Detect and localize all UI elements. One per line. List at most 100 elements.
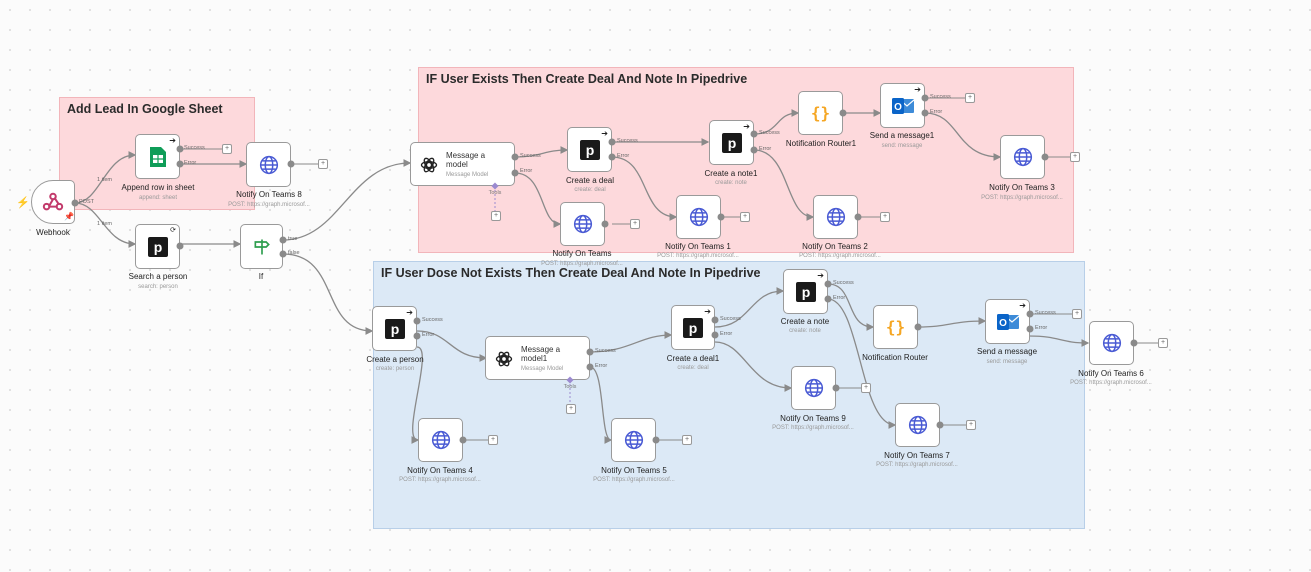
append-row-node[interactable]: ➔ <box>135 134 180 179</box>
output-handle[interactable] <box>824 280 832 288</box>
google-sheets-icon <box>149 146 166 167</box>
webhook-node[interactable] <box>31 180 75 224</box>
port-label-success: Success <box>720 316 741 322</box>
node-label: Notify On Teams 8 <box>236 190 302 199</box>
output-handle[interactable] <box>750 146 758 154</box>
output-handle[interactable] <box>711 331 719 339</box>
add-node-button[interactable]: + <box>318 159 328 169</box>
add-node-button[interactable]: + <box>1072 309 1082 319</box>
output-handle[interactable] <box>279 236 287 244</box>
add-node-button[interactable]: + <box>861 383 871 393</box>
notification-router1-node[interactable]: {} <box>798 91 843 135</box>
node-subtitle: POST: https://graph.microsof... <box>772 425 854 431</box>
add-node-button[interactable]: + <box>1070 152 1080 162</box>
create-note-node[interactable]: ➔ p <box>783 269 828 314</box>
send-message1-node[interactable]: ➔ O <box>880 83 925 128</box>
output-handle[interactable] <box>921 109 929 117</box>
sticky-note-user-not-exists[interactable]: IF User Dose Not Exists Then Create Deal… <box>373 261 1085 529</box>
output-handle[interactable] <box>279 250 287 258</box>
create-deal1-node[interactable]: ➔ p <box>671 305 715 350</box>
add-node-button[interactable]: + <box>488 435 498 445</box>
refresh-icon: ⟳ <box>170 227 176 234</box>
output-handle[interactable] <box>71 199 79 207</box>
output-handle[interactable] <box>176 160 184 168</box>
notify-teams-4-node[interactable] <box>418 418 463 462</box>
add-node-button[interactable]: + <box>1158 338 1168 348</box>
output-handle[interactable] <box>459 436 467 444</box>
output-handle[interactable] <box>176 145 184 153</box>
add-node-button[interactable]: + <box>880 212 890 222</box>
output-handle[interactable] <box>413 317 421 325</box>
pipedrive-icon: p <box>147 236 168 257</box>
port-label-success: Success <box>833 280 854 286</box>
output-handle[interactable] <box>914 323 922 331</box>
add-node-button[interactable]: + <box>630 219 640 229</box>
notify-teams-6-node[interactable] <box>1089 321 1134 365</box>
output-handle[interactable] <box>287 160 295 168</box>
add-node-button[interactable]: + <box>965 93 975 103</box>
output-handle[interactable] <box>717 213 725 221</box>
add-node-button[interactable]: + <box>740 212 750 222</box>
add-node-button[interactable]: + <box>966 420 976 430</box>
node-label: Search a person <box>128 272 188 281</box>
node-label: Webhook <box>36 228 70 237</box>
output-handle[interactable] <box>921 94 929 102</box>
output-handle[interactable] <box>750 130 758 138</box>
output-handle[interactable] <box>824 295 832 303</box>
output-handle[interactable] <box>1130 339 1138 347</box>
message-model1-node[interactable]: Message a model1 Message Model <box>485 336 590 380</box>
output-handle[interactable] <box>511 153 519 161</box>
node-label: Send a message <box>976 347 1038 356</box>
output-handle[interactable] <box>601 220 609 228</box>
output-handle[interactable] <box>854 213 862 221</box>
output-handle[interactable] <box>711 316 719 324</box>
openai-icon <box>495 351 513 367</box>
output-handle[interactable] <box>936 421 944 429</box>
globe-icon <box>431 430 450 450</box>
send-message-node[interactable]: ➔ O <box>985 299 1030 344</box>
svg-text:p: p <box>153 239 162 255</box>
notify-teams-7-node[interactable] <box>895 403 940 447</box>
notify-teams-3-node[interactable] <box>1000 135 1045 179</box>
pin-icon: 📌 <box>64 212 74 221</box>
output-handle[interactable] <box>832 384 840 392</box>
message-model-node[interactable]: Message a model Message Model <box>410 142 515 186</box>
outlook-icon: O <box>996 313 1019 330</box>
notification-router-node[interactable]: {} <box>873 305 918 349</box>
notify-teams-node[interactable] <box>560 202 605 246</box>
if-node[interactable] <box>240 224 283 269</box>
port-label-post: POST <box>79 199 94 205</box>
sticky-title: IF User Exists Then Create Deal And Note… <box>426 72 748 86</box>
add-node-button[interactable]: + <box>682 435 692 445</box>
output-handle[interactable] <box>652 436 660 444</box>
globe-icon <box>1013 147 1032 167</box>
output-handle[interactable] <box>176 242 184 250</box>
node-subtitle: POST: https://graph.microsof... <box>981 195 1063 201</box>
port-label-true: true <box>288 236 298 242</box>
create-person-node[interactable]: ➔ p <box>372 306 417 351</box>
notify-teams-9-node[interactable] <box>791 366 836 410</box>
output-handle[interactable] <box>586 363 594 371</box>
create-deal-node[interactable]: ➔ p <box>567 127 612 172</box>
node-subtitle: create: deal <box>677 365 709 371</box>
output-handle[interactable] <box>839 109 847 117</box>
output-handle[interactable] <box>413 332 421 340</box>
output-handle[interactable] <box>608 138 616 146</box>
add-tool-button[interactable]: + <box>566 404 576 414</box>
output-handle[interactable] <box>586 348 594 356</box>
add-tool-button[interactable]: + <box>491 211 501 221</box>
notify-teams-2-node[interactable] <box>813 195 858 239</box>
notify-teams-1-node[interactable] <box>676 195 721 239</box>
notify-teams-5-node[interactable] <box>611 418 656 462</box>
output-handle[interactable] <box>511 169 519 177</box>
output-handle[interactable] <box>1026 325 1034 333</box>
notify-teams-8-node[interactable] <box>246 142 291 187</box>
output-handle[interactable] <box>1041 153 1049 161</box>
create-note1-node[interactable]: ➔ p <box>709 120 754 165</box>
tools-label: Tools <box>563 384 577 390</box>
output-handle[interactable] <box>608 153 616 161</box>
output-handle[interactable] <box>1026 310 1034 318</box>
add-node-button[interactable]: + <box>222 144 232 154</box>
search-person-node[interactable]: ⟳ p <box>135 224 180 269</box>
